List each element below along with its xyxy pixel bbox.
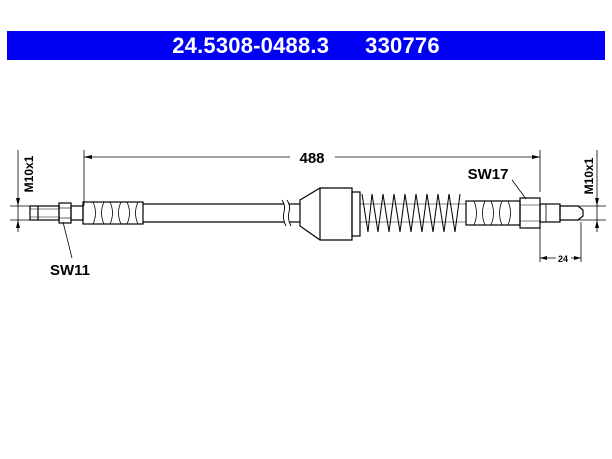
sw11-leader xyxy=(62,221,73,259)
end-length-dimension xyxy=(539,222,582,262)
sw17-leader xyxy=(511,179,527,200)
right-fitting xyxy=(465,197,584,229)
right-thread-label: M10x1 xyxy=(582,157,596,194)
dimension-labels: 488 M10x1 M10x1 SW11 SW17 24 xyxy=(22,148,596,279)
right-wrench-label: SW17 xyxy=(468,166,509,183)
length-dimension xyxy=(83,150,541,206)
left-thread-label: M10x1 xyxy=(22,155,36,192)
part-number: 24.5308-0488.3 xyxy=(172,32,330,58)
overall-length-label: 488 xyxy=(299,150,324,167)
title-bar: 24.5308-0488.3 330776 xyxy=(7,31,605,60)
spring-guard xyxy=(299,187,466,241)
reference-number: 330776 xyxy=(365,32,440,58)
left-fitting xyxy=(29,201,144,225)
hose-body xyxy=(143,199,300,227)
left-wrench-label: SW11 xyxy=(50,262,90,279)
end-length-label: 24 xyxy=(558,254,568,264)
